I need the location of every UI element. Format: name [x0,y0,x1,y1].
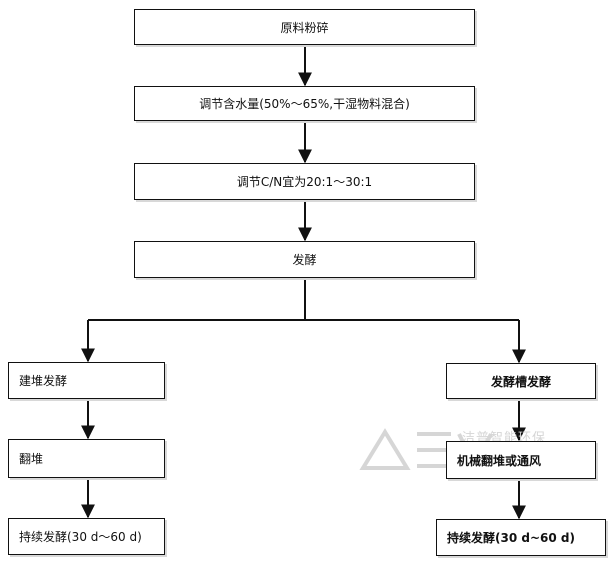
node-mech-turn-label: 机械翻堆或通风 [457,453,542,468]
node-continue-left: 持续发酵(30 d～60 d) [8,518,165,555]
node-turn-pile: 翻堆 [8,439,165,478]
node-trough-ferment: 发酵槽发酵 [446,363,596,399]
node-continue-right-label: 持续发酵(30 d~60 d) [447,531,575,545]
node-ferment-label: 发酵 [292,253,317,267]
node-moisture: 调节含水量(50%～65%,干湿物料混合) [134,86,475,121]
node-cn-ratio-label: 调节C/N宜为20:1～30:1 [236,175,373,189]
node-pile-ferment: 建堆发酵 [8,362,165,399]
node-ferment: 发酵 [134,241,475,278]
node-continue-right: 持续发酵(30 d~60 d) [436,519,606,556]
node-turn-pile-label: 翻堆 [19,452,44,466]
node-moisture-label: 调节含水量(50%～65%,干湿物料混合) [199,97,410,111]
node-mech-turn: 机械翻堆或通风 [446,441,596,479]
node-cn-ratio: 调节C/N宜为20:1～30:1 [134,163,475,200]
node-crush-label: 原料粉碎 [280,20,329,35]
node-pile-ferment-label: 建堆发酵 [19,374,68,388]
node-trough-ferment-label: 发酵槽发酵 [490,374,551,389]
node-continue-left-label: 持续发酵(30 d～60 d) [19,530,142,544]
node-crush: 原料粉碎 [134,9,475,45]
